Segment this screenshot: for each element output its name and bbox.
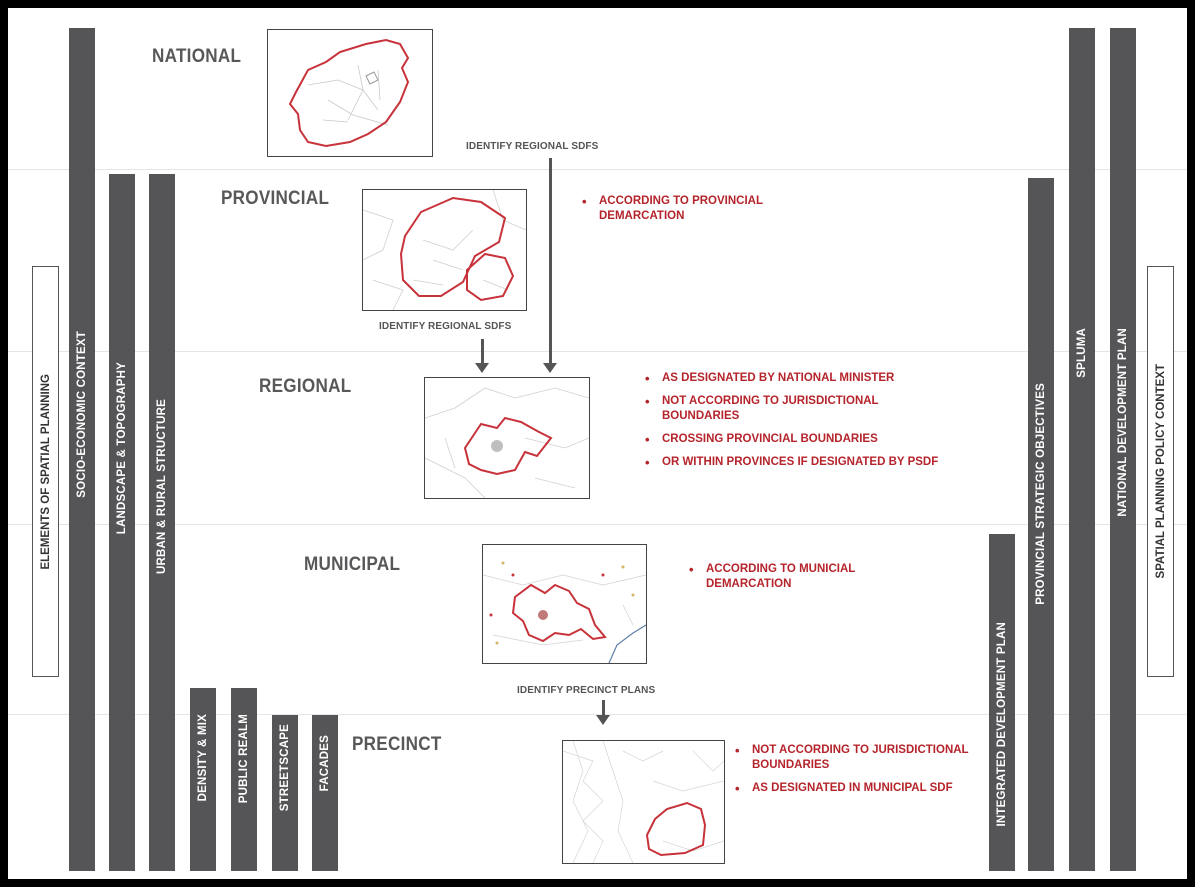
band-divider [8, 524, 1187, 525]
bar-provincial-objectives-label: PROVINCIAL STRATEGIC OBJECTIVES [1035, 383, 1047, 605]
map-regional [424, 377, 590, 499]
bullet-item: ACCORDING TO PROVINCIAL DEMARCATION [580, 194, 795, 224]
map-municipal [482, 544, 647, 664]
arrow-shaft-provincial-regional [481, 339, 484, 364]
spatial-planning-policy-context-box: SPATIAL PLANNING POLICY CONTEXT [1147, 266, 1174, 677]
arrow-down-icon [596, 715, 610, 725]
bar-spluma: SPLUMA [1069, 28, 1095, 871]
bar-streetscape-label: STREETSCAPE [279, 724, 291, 812]
spatial-planning-policy-context-label: SPATIAL PLANNING POLICY CONTEXT [1154, 364, 1167, 579]
map-precinct [562, 740, 725, 864]
level-regional: REGIONAL [259, 376, 352, 397]
bar-streetscape: STREETSCAPE [272, 715, 298, 871]
bar-density-mix: DENSITY & MIX [190, 688, 216, 871]
bar-integrated-development-plan: INTEGRATED DEVELOPMENT PLAN [989, 534, 1015, 871]
bullet-item: NOT ACCORDING TO JURISDICTIONAL BOUNDARI… [643, 394, 892, 424]
bar-landscape-label: LANDSCAPE & TOPOGRAPHY [116, 362, 128, 535]
national-map-graphic [288, 38, 410, 148]
identify-precinct-plans: IDENTIFY PRECINCT PLANS [517, 685, 656, 696]
level-national: NATIONAL [152, 46, 242, 67]
regional-map-graphic [425, 387, 589, 498]
elements-of-spatial-planning-box: ELEMENTS OF SPATIAL PLANNING [32, 266, 59, 677]
arrow-down-icon [475, 363, 489, 373]
bar-ndp-label: NATIONAL DEVELOPMENT PLAN [1117, 328, 1129, 517]
bullet-item: OR WITHIN PROVINCES IF DESIGNATED BY PSD… [643, 455, 943, 470]
bar-public-realm: PUBLIC REALM [231, 688, 257, 871]
bar-idp-label: INTEGRATED DEVELOPMENT PLAN [996, 622, 1008, 827]
bar-urban-rural-label: URBAN & RURAL STRUCTURE [156, 399, 168, 574]
regional-bullets: AS DESIGNATED BY NATIONAL MINISTER NOT A… [643, 371, 943, 478]
bullet-item: CROSSING PROVINCIAL BOUNDARIES [643, 432, 943, 447]
band-divider [8, 351, 1187, 352]
level-precinct: PRECINCT [352, 734, 442, 755]
precinct-bullets: NOT ACCORDING TO JURISDICTIONAL BOUNDARI… [733, 743, 973, 804]
map-national [267, 29, 433, 157]
bar-spluma-label: SPLUMA [1076, 328, 1088, 378]
bar-public-realm-label: PUBLIC REALM [238, 714, 250, 804]
band-divider [8, 714, 1187, 715]
bar-socio-economic-label: SOCIO-ECONOMIC CONTEXT [76, 331, 88, 498]
bar-provincial-strategic-objectives: PROVINCIAL STRATEGIC OBJECTIVES [1028, 178, 1054, 871]
arrow-shaft-municipal-precinct [602, 700, 605, 717]
elements-of-spatial-planning-label: ELEMENTS OF SPATIAL PLANNING [39, 373, 52, 570]
level-municipal: MUNICIPAL [304, 554, 401, 575]
arrow-down-icon [543, 363, 557, 373]
provincial-bullets: ACCORDING TO PROVINCIAL DEMARCATION [580, 194, 795, 232]
bar-landscape-topography: LANDSCAPE & TOPOGRAPHY [109, 174, 135, 871]
bullet-item: ACCORDING TO MUNICIAL DEMARCATION [687, 562, 902, 592]
municipal-bullets: ACCORDING TO MUNICIAL DEMARCATION [687, 562, 902, 600]
bar-facades-label: FACADES [319, 735, 331, 792]
arrow-shaft-national-regional [549, 158, 552, 367]
bullet-item: AS DESIGNATED BY NATIONAL MINISTER [643, 371, 943, 386]
precinct-map-graphic [563, 741, 724, 863]
map-provincial [362, 189, 527, 311]
band-divider [8, 169, 1187, 170]
bar-density-label: DENSITY & MIX [197, 714, 209, 802]
bar-socio-economic-context: SOCIO-ECONOMIC CONTEXT [69, 28, 95, 871]
bullet-item: AS DESIGNATED IN MUNICIPAL SDF [733, 781, 973, 796]
bar-urban-rural-structure: URBAN & RURAL STRUCTURE [149, 174, 175, 871]
level-provincial: PROVINCIAL [221, 188, 330, 209]
identify-regional-sdfs-mid: IDENTIFY REGIONAL SDFS [379, 321, 512, 332]
provincial-map-graphic [363, 190, 526, 310]
identify-regional-sdfs-top: IDENTIFY REGIONAL SDFS [466, 141, 599, 152]
bar-facades: FACADES [312, 715, 338, 871]
bullet-item: NOT ACCORDING TO JURISDICTIONAL BOUNDARI… [733, 743, 973, 773]
bar-national-development-plan: NATIONAL DEVELOPMENT PLAN [1110, 28, 1136, 871]
municipal-map-graphic [483, 561, 646, 663]
